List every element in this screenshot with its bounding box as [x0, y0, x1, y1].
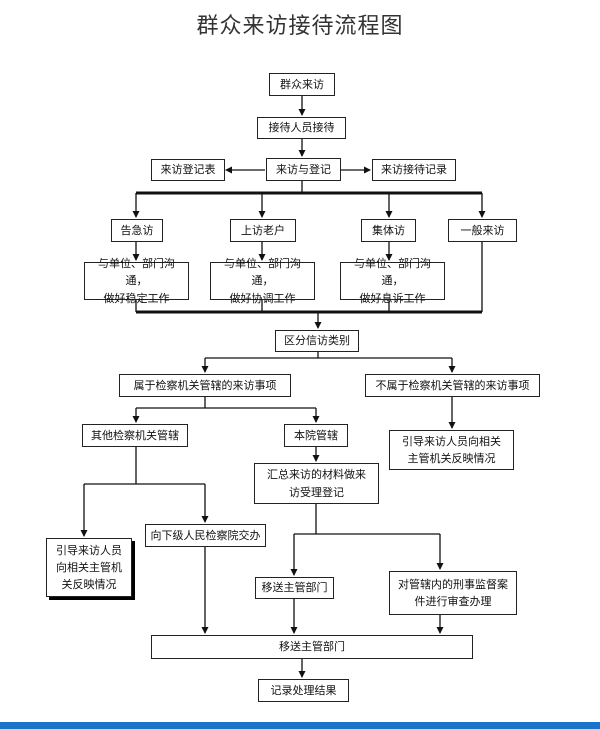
- node-classify: 区分信访类别: [275, 330, 359, 352]
- node-register: 来访与登记: [266, 158, 341, 181]
- node-urgent-action: 与单位、部门沟通， 做好稳定工作: [84, 257, 189, 305]
- node-this-court: 本院管辖: [284, 424, 348, 447]
- node-transfer2: 移送主管部门: [151, 635, 473, 659]
- node-under: 属于检察机关管辖的来访事项: [119, 374, 291, 397]
- node-guide-main: 引导来访人员向相关 主管机关反映情况: [389, 430, 514, 470]
- node-general: 一般来访: [448, 219, 517, 242]
- node-urgent: 告急访: [111, 219, 163, 242]
- node-group: 集体访: [361, 219, 416, 242]
- node-lower: 向下级人民检察院交办: [145, 524, 266, 547]
- node-other: 其他检察机关管辖: [82, 424, 188, 447]
- node-review: 对管辖内的刑事监督案 件进行审查办理: [389, 571, 517, 615]
- page-title: 群众来访接待流程图: [196, 14, 404, 39]
- node-not-under: 不属于检察机关管辖的来访事项: [365, 374, 540, 397]
- node-summary: 汇总来访的材料做来 访受理登记: [254, 463, 379, 504]
- node-group-action: 与单位、部门沟通， 做好息诉工作: [340, 257, 445, 305]
- node-visit: 群众来访: [269, 73, 335, 96]
- node-guide-other: 引导来访人员 向相关主管机 关反映情况: [46, 538, 132, 597]
- node-transfer1: 移送主管部门: [255, 577, 334, 599]
- node-reception: 接待人员接待: [257, 117, 346, 139]
- node-petitioner-action: 与单位、部门沟通， 做好协调工作: [210, 257, 315, 305]
- bottom-bar: [0, 722, 600, 729]
- node-reg-form: 来访登记表: [151, 159, 225, 181]
- node-record: 记录处理结果: [258, 679, 349, 702]
- node-petitioner: 上访老户: [230, 219, 296, 242]
- node-reg-record: 来访接待记录: [372, 159, 456, 181]
